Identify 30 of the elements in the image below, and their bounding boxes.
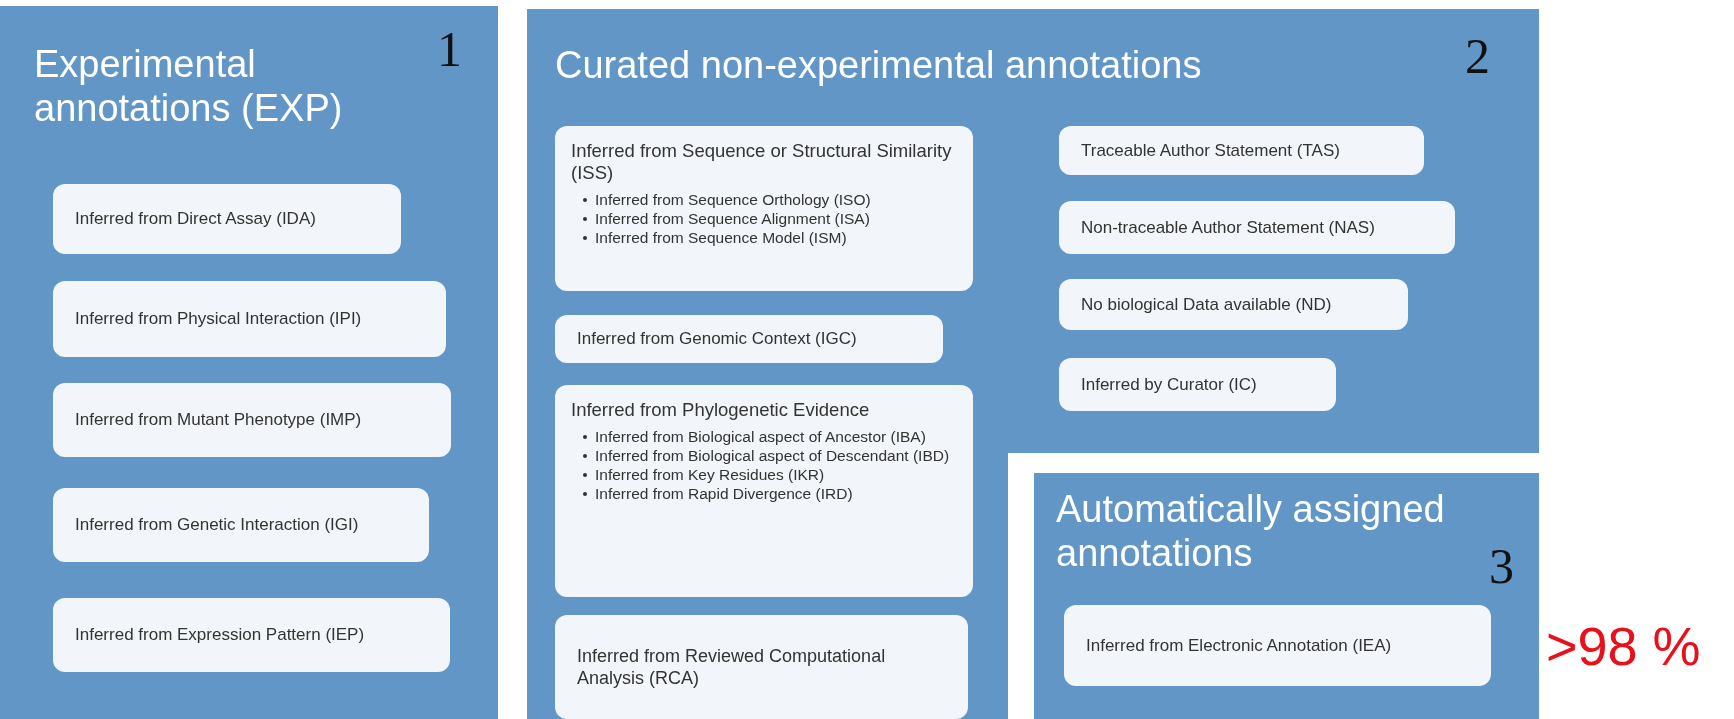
percentage-label: >98 % [1546,618,1701,674]
panel-number: 3 [1489,541,1514,591]
panel-number: 1 [437,24,462,74]
card-heading: Inferred from Sequence or Structural Similarity (ISS) [571,140,953,184]
evidence-card: Inferred from Direct Assay (IDA) [53,184,401,254]
panel-title: Automatically assigned annotations [1056,487,1446,575]
evidence-card: Non-traceable Author Statement (NAS) [1059,201,1455,254]
evidence-card: Traceable Author Statement (TAS) [1059,126,1424,175]
panel-title: Curated non-experimental annotations [555,43,1202,87]
list-item: Inferred from Biological aspect of Ancestor (IBA) [581,427,957,446]
evidence-card: Inferred from Expression Pattern (IEP) [53,598,450,672]
evidence-card: Inferred by Curator (IC) [1059,358,1336,411]
panel-number: 2 [1465,31,1490,81]
list-item: Inferred from Sequence Orthology (ISO) [581,190,957,209]
evidence-card [555,126,973,291]
evidence-card: Inferred from Genomic Context (IGC) [555,315,943,363]
evidence-card: Inferred from Genetic Interaction (IGI) [53,488,429,562]
evidence-card [555,385,973,597]
evidence-card: Inferred from Mutant Phenotype (IMP) [53,383,451,457]
list-item: Inferred from Rapid Divergence (IRD) [581,484,957,503]
list-item: Inferred from Sequence Model (ISM) [581,228,957,247]
evidence-card: Inferred from Physical Interaction (IPI) [53,281,446,357]
list-item: Inferred from Biological aspect of Descendant (IBD) [581,446,957,465]
evidence-card: No biological Data available (ND) [1059,279,1408,330]
evidence-card: Inferred from Reviewed Computational Analysis (RCA) [555,615,968,719]
list-item: Inferred from Key Residues (IKR) [581,465,957,484]
panel-title: Experimental annotations (EXP) [34,42,344,130]
card-heading: Inferred from Phylogenetic Evidence [571,399,871,421]
list-item: Inferred from Sequence Alignment (ISA) [581,209,957,228]
evidence-card: Inferred from Electronic Annotation (IEA) [1064,605,1491,686]
